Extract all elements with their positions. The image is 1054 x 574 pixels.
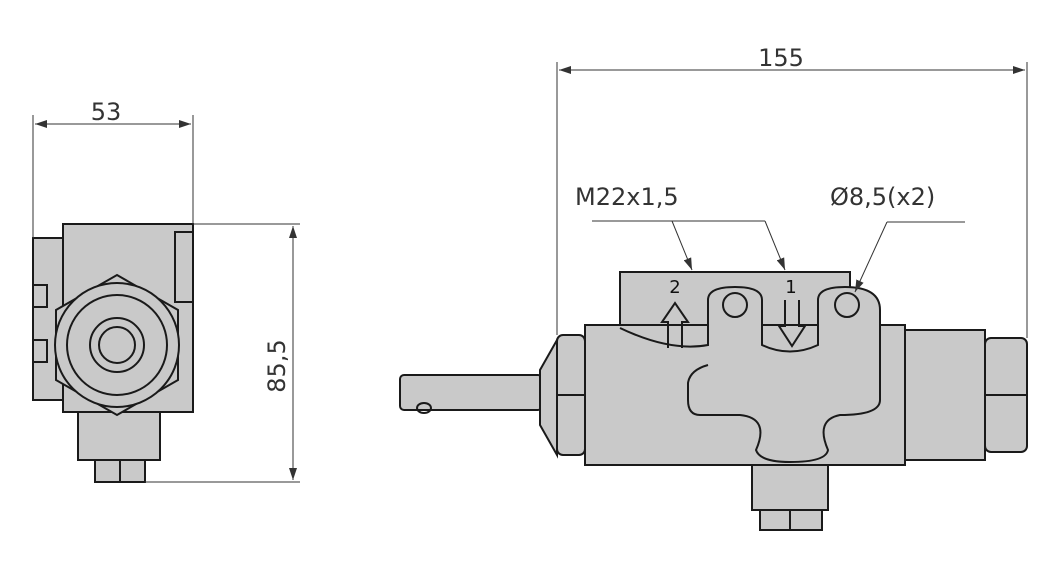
side-view [32,223,194,483]
dimension-height: 85,5 [145,223,300,483]
front-view: 2 1 [399,271,1028,531]
arrow-up-icon [660,301,690,348]
thread-label: M22x1,5 [575,183,679,211]
length-label: 155 [758,44,804,72]
callout-thread: M22x1,5 [575,183,786,271]
callout-holes: Ø8,5(x2) [830,183,965,293]
height-label: 85,5 [263,339,291,392]
port-2-label: 2 [669,277,680,298]
arrow-down-icon [777,300,807,348]
dimension-length: 155 [556,44,1028,338]
holes-label: Ø8,5(x2) [830,183,935,211]
port-1-label: 1 [785,277,796,298]
dimension-width: 53 [32,98,194,238]
width-label: 53 [91,98,122,126]
